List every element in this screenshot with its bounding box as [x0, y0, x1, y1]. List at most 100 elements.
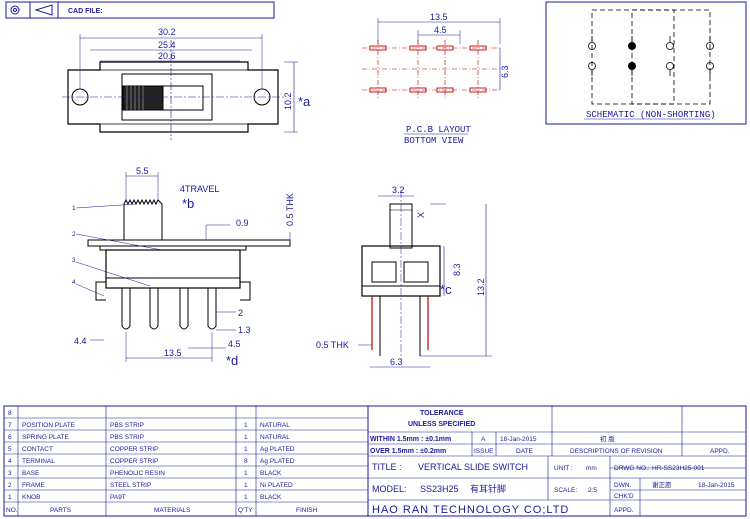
schematic: SCHEMATIC (NON-SHORTING): [545, 1, 747, 125]
pcb-title: P.C.B LAYOUT: [406, 125, 471, 135]
bom-row: 5 CONTACT COPPER STRIP 1 Ag PLATED: [8, 446, 295, 453]
svg-text:COPPER STRIP: COPPER STRIP: [110, 446, 158, 453]
bom-row: 8: [8, 410, 12, 417]
svg-text:PHENOLIC RESIN: PHENOLIC RESIN: [110, 470, 165, 477]
side-dim-4-5: 4.5: [228, 339, 241, 349]
svg-text:5: 5: [8, 446, 12, 453]
svg-text:BLACK: BLACK: [260, 470, 282, 477]
svg-text:BASE: BASE: [22, 470, 40, 477]
dwn-label: DWN.: [614, 482, 632, 489]
svg-text:NATURAL: NATURAL: [260, 422, 290, 429]
unit-label: UNIT :: [554, 465, 573, 472]
side-dim-2: 2: [238, 308, 243, 318]
svg-text:PARTS: PARTS: [50, 507, 72, 514]
svg-text:STEEL STRIP: STEEL STRIP: [110, 482, 151, 489]
note-c: *c: [440, 282, 452, 297]
pcb-dim-13-5: 13.5: [430, 12, 448, 22]
svg-text:PA9T: PA9T: [110, 494, 126, 501]
rev-description: 初 版: [600, 434, 615, 443]
svg-text:POSITION PLATE: POSITION PLATE: [22, 422, 76, 429]
tolerance-label: TOLERANCE: [420, 410, 464, 417]
bom-row: 3 BASE PHENOLIC RESIN 1 BLACK: [8, 470, 282, 477]
svg-text:NO.: NO.: [6, 507, 18, 514]
note-a: *a: [298, 94, 311, 109]
svg-text:PBS STRIP: PBS STRIP: [110, 422, 144, 429]
side-dim-4-4: 4.4: [74, 336, 87, 346]
svg-text:KNOB: KNOB: [22, 494, 40, 501]
title-block: TOLERANCE UNLESS SPECIFIED WITHIN 1.5mm …: [367, 405, 747, 517]
svg-text:1: 1: [244, 446, 248, 453]
cad-file-label: CAD FILE:: [68, 8, 103, 15]
callout-4: 4: [72, 279, 76, 286]
tolerance-within: WITHIN 1.5mm : ±0.1mm: [370, 436, 451, 443]
scale-label: SCALE:: [554, 487, 577, 494]
side-view: 5.5 4TRAVEL *b 0.9 0.5 THK 2 1.3 4.5 4.4…: [72, 166, 295, 368]
svg-text:CONTACT: CONTACT: [22, 446, 53, 453]
svg-text:SPRING PLATE: SPRING PLATE: [22, 434, 70, 441]
date-header: DATE: [516, 448, 534, 455]
side-dim-5-5: 5.5: [136, 166, 149, 176]
svg-text:COPPER STRIP: COPPER STRIP: [110, 458, 158, 465]
dwn-name: 谢正愿: [652, 480, 672, 489]
model-value: SS23H25: [420, 484, 459, 494]
model-label: MODEL:: [372, 484, 407, 494]
bom-header-row: NO. PARTS MATERIALS Q'TY FINISH: [6, 507, 318, 514]
drwg-label: DRWG NO.:: [614, 465, 650, 472]
bom-row: 2 FRAME STEEL STRIP 1 Ni PLATED: [8, 482, 293, 489]
svg-text:1: 1: [8, 494, 12, 501]
svg-text:8: 8: [244, 458, 248, 465]
end-view: 3.2 X 8.3 *c 13.2 0.5 THK 6.3: [316, 185, 492, 368]
appd-header: APPD.: [710, 448, 730, 455]
dim-20-6: 20.6: [158, 51, 176, 61]
callout-3: 3: [72, 257, 76, 264]
chkd-label: CHK'D: [614, 493, 634, 500]
side-thk: 0.5 THK: [285, 193, 295, 226]
schematic-label: SCHEMATIC (NON-SHORTING): [586, 110, 716, 120]
callout-2: 2: [72, 231, 76, 238]
svg-text:Ag PLATED: Ag PLATED: [260, 446, 295, 453]
pcb-dim-6-3: 6.3: [500, 65, 510, 78]
svg-text:FINISH: FINISH: [296, 507, 318, 514]
side-dim-0-9: 0.9: [236, 218, 249, 228]
dim-30-2: 30.2: [158, 27, 176, 37]
note-b: *b: [182, 196, 194, 211]
cad-header: CAD FILE:: [5, 1, 275, 19]
svg-text:MATERIALS: MATERIALS: [154, 507, 191, 514]
svg-text:6: 6: [8, 434, 12, 441]
svg-text:1: 1: [244, 434, 248, 441]
tolerance-over: OVER 1.5mm : ±0.2mm: [370, 448, 446, 455]
svg-text:1: 1: [244, 422, 248, 429]
svg-text:PBS STRIP: PBS STRIP: [110, 434, 144, 441]
svg-text:Ni PLATED: Ni PLATED: [260, 482, 293, 489]
end-dim-13-2: 13.2: [476, 278, 486, 296]
dwn-date: 18-Jan-2015: [698, 482, 735, 489]
bom-row: 4 TERMINAL COPPER STRIP 8 Ag PLATED: [8, 458, 295, 465]
side-dim-1-3: 1.3: [238, 325, 251, 335]
company-name: HAO RAN TECHNOLOGY CO;LTD: [372, 504, 569, 516]
bom-row: 6 SPRING PLATE PBS STRIP 1 NATURAL: [8, 434, 290, 441]
end-dim-3-2: 3.2: [392, 185, 405, 195]
appd-label: APPD.: [614, 507, 634, 514]
svg-text:1: 1: [244, 470, 248, 477]
desc-revision-header: DESCRIPTIONS OF REVISION: [570, 448, 663, 455]
svg-text:7: 7: [8, 422, 12, 429]
end-dim-6-3: 6.3: [390, 357, 403, 367]
svg-text:4: 4: [8, 458, 12, 465]
svg-text:2: 2: [8, 482, 12, 489]
svg-text:TERMINAL: TERMINAL: [22, 458, 55, 465]
end-dim-x: X: [416, 212, 426, 218]
side-travel: 4TRAVEL: [180, 184, 219, 194]
svg-text:Q'TY: Q'TY: [238, 507, 253, 514]
svg-text:Ag PLATED: Ag PLATED: [260, 458, 295, 465]
pcb-dim-4-5: 4.5: [434, 25, 447, 35]
svg-text:1: 1: [244, 482, 248, 489]
end-thk: 0.5 THK: [316, 340, 349, 350]
callout-1: 1: [72, 205, 76, 212]
side-dim-13-5: 13.5: [164, 348, 182, 358]
title-label: TITLE :: [372, 462, 402, 472]
scale-value: 2:5: [588, 487, 597, 494]
svg-text:8: 8: [8, 410, 12, 417]
title-value: VERTICAL SLIDE SWITCH: [418, 462, 528, 472]
note-d: *d: [226, 353, 238, 368]
model-cn: 有耳针脚: [470, 483, 506, 494]
